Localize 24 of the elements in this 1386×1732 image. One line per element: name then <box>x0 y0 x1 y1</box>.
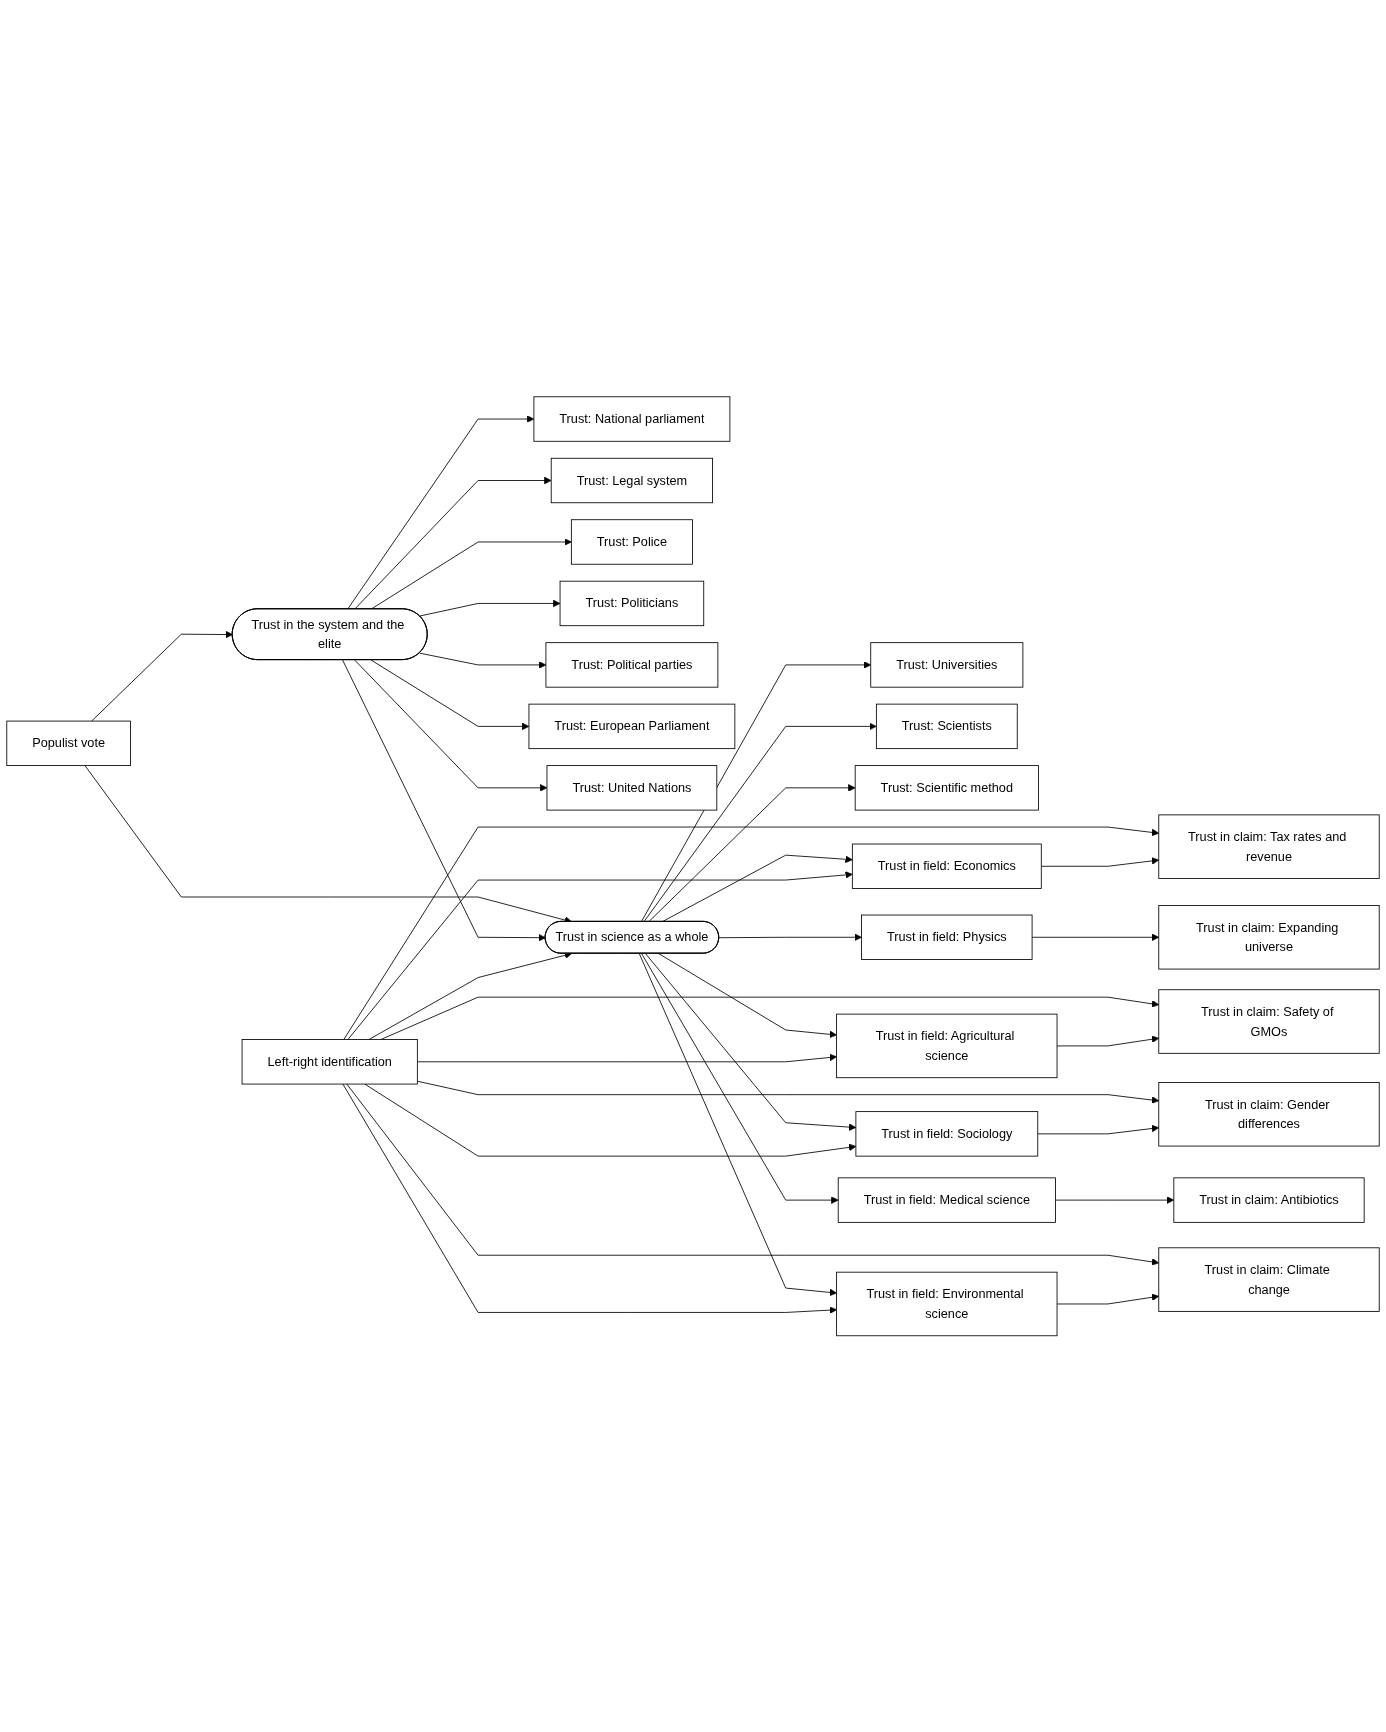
node-box: Trust in claim: Gender differences <box>1158 1081 1380 1147</box>
node-box: Trust in claim: Tax rates and revenue <box>1158 814 1380 879</box>
node-box: Trust in field: Medical science <box>837 1177 1056 1223</box>
node-box: Trust: Scientific method <box>854 764 1039 811</box>
node-box: Trust in field: Agricultural science <box>836 1013 1058 1078</box>
node-box: Trust: European Parliament <box>528 703 736 749</box>
node-box: Left-right identification <box>241 1038 418 1085</box>
node-box: Trust in claim: Antibiotics <box>1173 1177 1365 1223</box>
node-box: Trust: National parliament <box>533 396 731 442</box>
node-box: Trust in field: Environmental science <box>836 1271 1058 1336</box>
node-box: Populist vote <box>6 720 131 766</box>
node-box: Trust in field: Economics <box>851 843 1042 889</box>
node-box: Trust: United Nations <box>546 764 718 811</box>
node-box: Trust in claim: Climate change <box>1158 1247 1380 1312</box>
node-box: Trust: Police <box>570 519 693 565</box>
node-box: Trust: Political parties <box>545 641 719 688</box>
node-box: Trust: Universities <box>870 641 1024 688</box>
node-box: Trust in claim: Safety of GMOs <box>1158 989 1380 1054</box>
node-box: Trust: Scientists <box>875 703 1018 749</box>
node-box: Trust: Legal system <box>550 457 713 503</box>
node-box: Trust in field: Sociology <box>855 1110 1039 1157</box>
node-box: Trust: Politicians <box>559 580 705 626</box>
node-box: Trust in field: Physics <box>861 914 1033 960</box>
node-box: Trust in claim: Expanding universe <box>1158 904 1380 970</box>
